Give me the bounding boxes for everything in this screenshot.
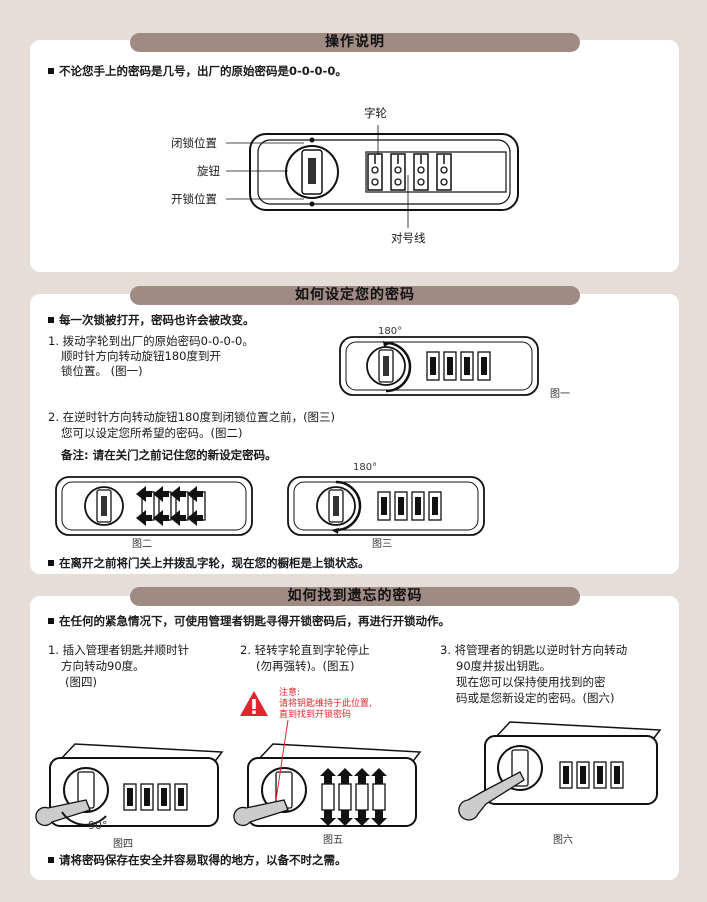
angle-fig4: 90° [88, 819, 108, 832]
bullet-default-code: 不论您手上的密码是几号，出厂的原始密码是0-0-0-0。 [48, 64, 347, 79]
caption-fig4: 图四 [113, 839, 133, 850]
caption-fig5: 图五 [323, 835, 343, 846]
warning-line2: 请将钥匙维持于此位置, [279, 699, 372, 709]
step1-line2: 顺时针方向转动旋钮180度到开 [61, 349, 221, 363]
s3-step3-line2: 90度并拔出钥匙。 [456, 659, 552, 673]
caption-fig2: 图二 [132, 539, 152, 550]
bullet-master-key: 在任何的紧急情况下，可使用管理者钥匙寻得开锁密码后，再进行开锁动作。 [48, 614, 450, 629]
angle-fig1: 180° [378, 326, 403, 337]
step2-line2: 您可以设定您所希望的密码。(图二) [61, 426, 243, 440]
s3-step3-line1: 3. 将管理者的钥匙以逆时针方向转动 [440, 643, 628, 657]
section-title-set-code: 如何设定您的密码 [130, 286, 580, 305]
step1-line1: 1. 拨动字轮到出厂的原始密码0-0-0-0。 [48, 334, 254, 348]
caption-fig6: 图六 [553, 835, 573, 846]
s3-step1-line3: (图四) [65, 675, 97, 689]
warning-icon [240, 691, 268, 716]
caption-fig1: 图一 [550, 389, 570, 400]
warning-line3: 直到找到开锁密码 [279, 710, 352, 720]
label-knob: 旋钮 [197, 164, 220, 178]
bullet-keep-safe: 请将密码保存在安全并容易取得的地方，以备不时之需。 [48, 853, 347, 868]
s3-step2-line1: 2. 轻转字轮直到字轮停止 [240, 643, 370, 657]
bullet-code-change: 每一次锁被打开，密码也许会被改变。 [48, 313, 255, 328]
s3-step2-line2: (勿再强转)。(图五) [256, 659, 355, 673]
note-remember-code: 备注: 请在关门之前记住您的新设定密码。 [61, 448, 277, 462]
s3-step3-line3: 现在您可以保持使用找到的密 [456, 675, 606, 689]
label-unlocked-position: 开锁位置 [171, 192, 217, 206]
s3-step3-line4: 码或是您新设定的密码。(图六) [456, 691, 615, 705]
step1-line3: 锁位置。 (图一) [61, 364, 143, 378]
section-title-operation: 操作说明 [130, 33, 580, 52]
label-alignment-line: 对号线 [391, 231, 426, 245]
step2-line1: 2. 在逆时针方向转动旋钮180度到闭锁位置之前，(图三) [48, 410, 336, 424]
s3-step1-line2: 方向转动90度。 [61, 659, 145, 673]
section-title-recover-code: 如何找到遗忘的密码 [130, 587, 580, 606]
caption-fig3: 图三 [372, 539, 392, 550]
warning-line1: 注意: [279, 688, 301, 698]
s3-step1-line1: 1. 插入管理者钥匙并顺时针 [48, 643, 190, 657]
label-locked-position: 闭锁位置 [171, 136, 217, 150]
angle-fig3: 180° [353, 462, 378, 473]
bullet-leave-locked: 在离开之前将门关上并拨乱字轮，现在您的橱柜是上锁状态。 [48, 556, 370, 571]
label-dials: 字轮 [364, 106, 387, 120]
